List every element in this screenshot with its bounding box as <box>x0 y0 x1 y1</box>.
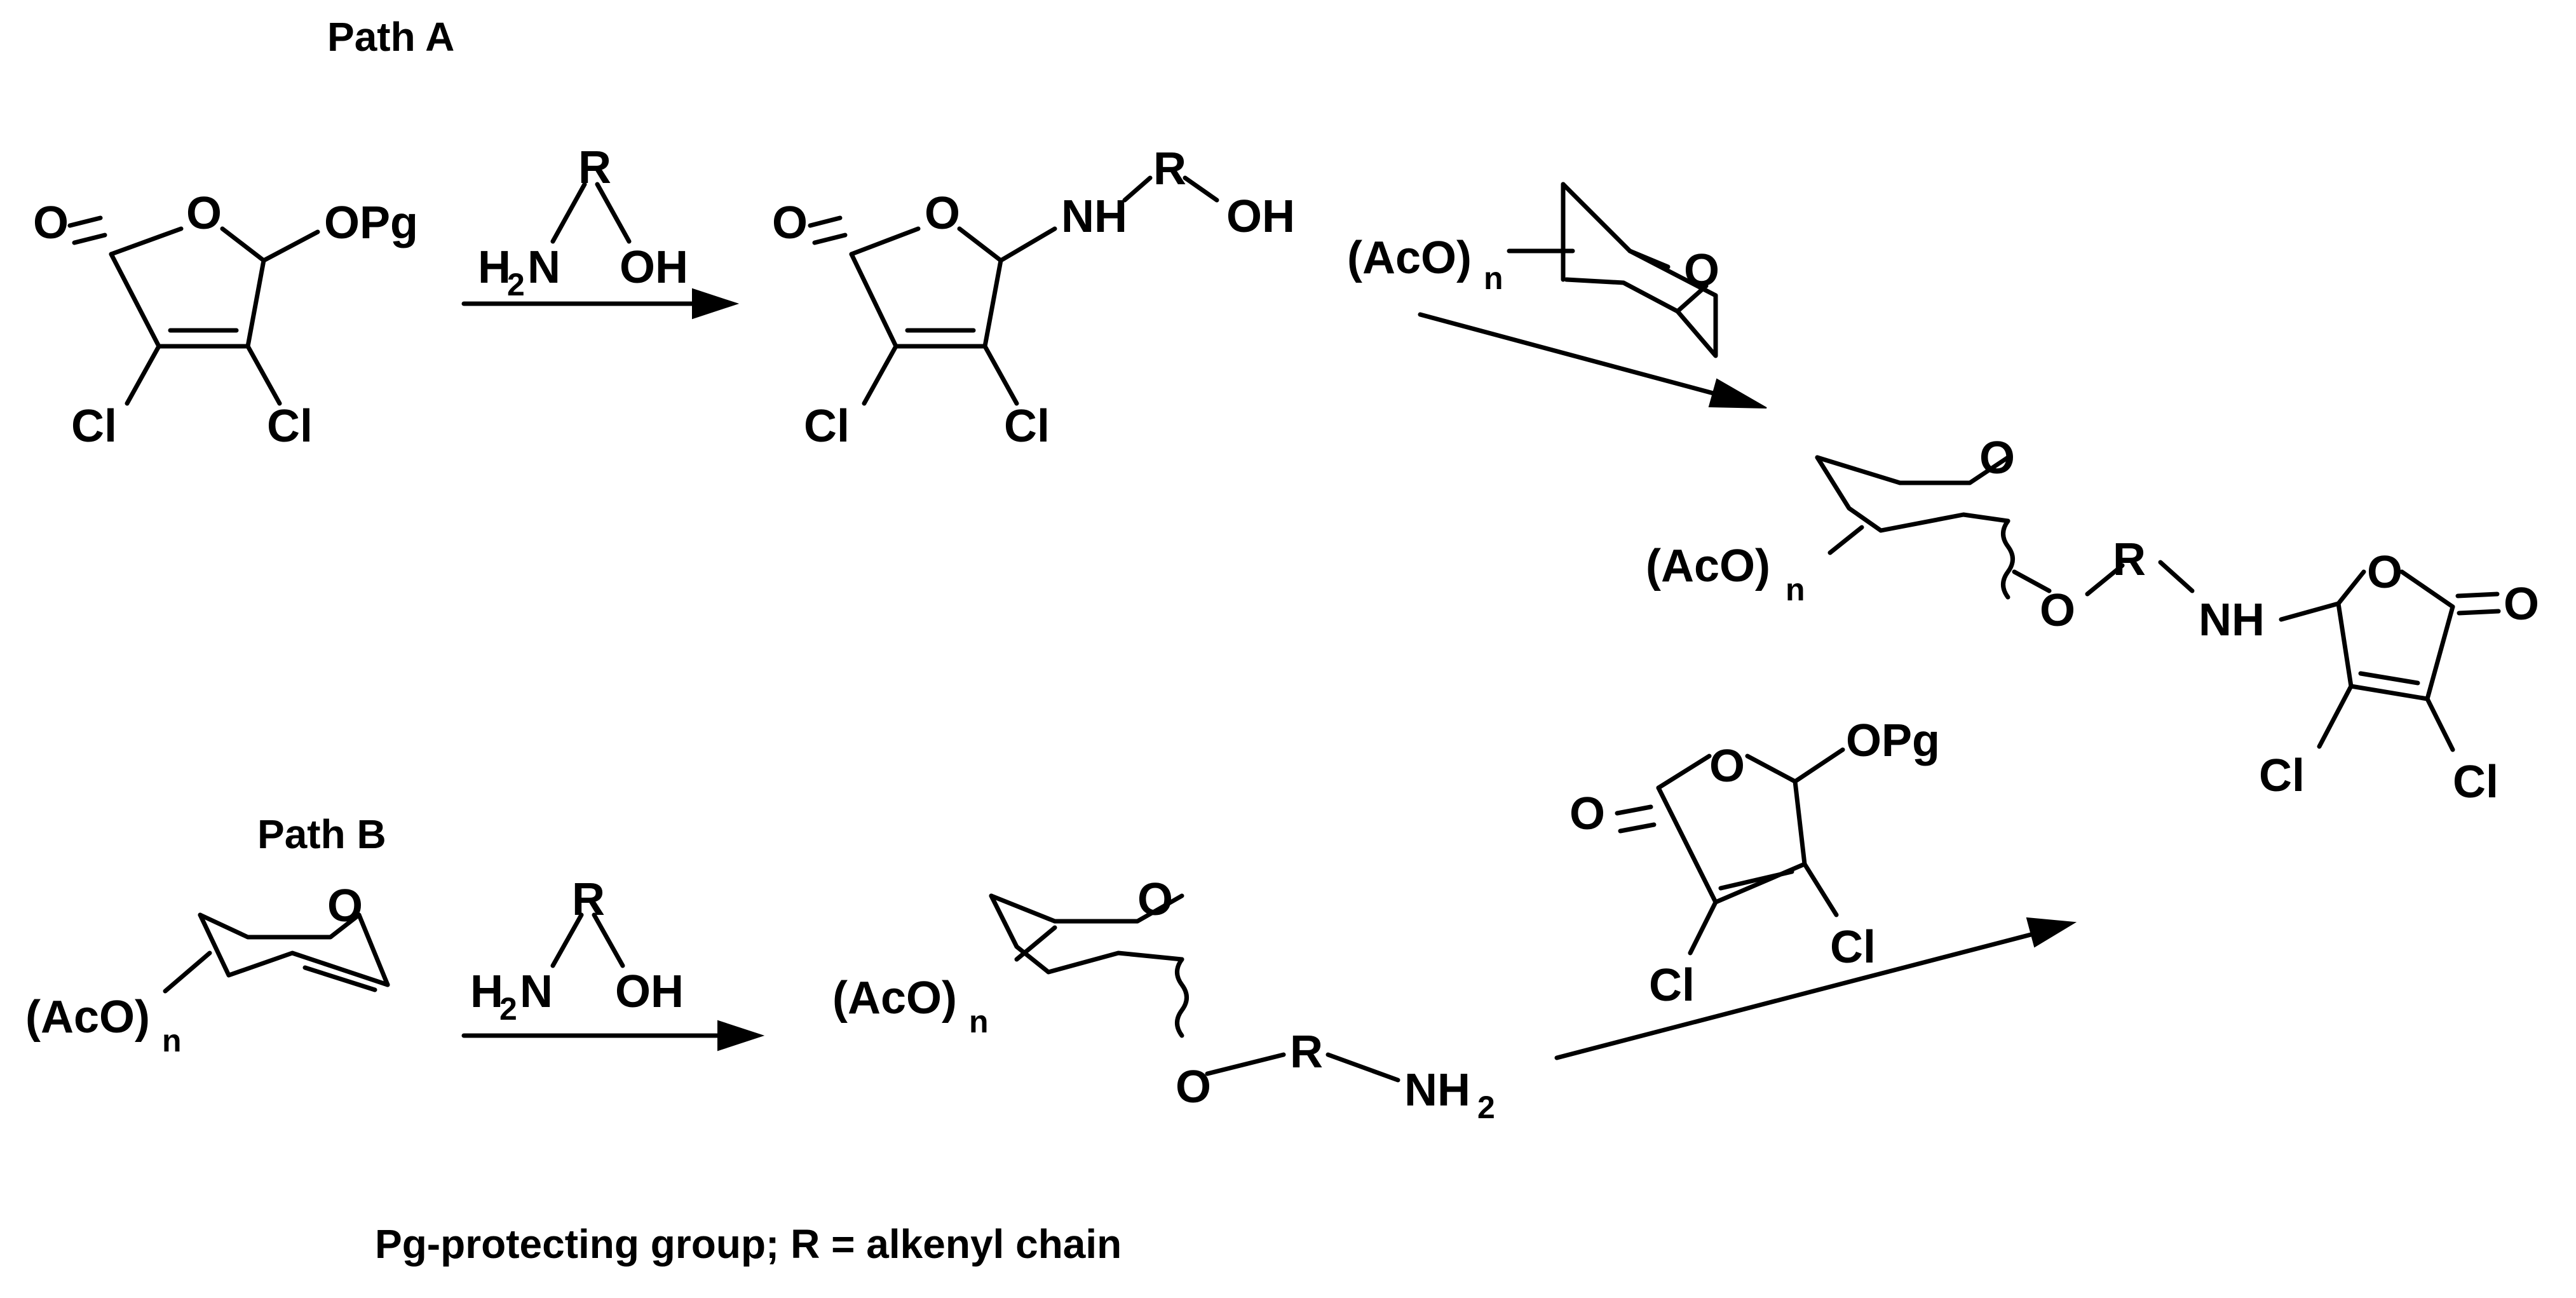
reaction-arrow <box>1418 312 1718 396</box>
arrowhead <box>2026 917 2077 948</box>
n-label: N <box>520 966 553 1017</box>
subscript-2: 2 <box>499 991 517 1027</box>
path-a-title: Path A <box>327 14 454 60</box>
h-label: H <box>470 966 503 1017</box>
aco-label: (AcO) <box>1646 541 1770 592</box>
oh-label: OH <box>620 242 688 293</box>
r-label: R <box>2113 534 2146 585</box>
path-b-title: Path B <box>257 811 386 857</box>
nh-label: NH <box>2199 595 2265 646</box>
reaction-arrow <box>1554 931 2036 1060</box>
r-label: R <box>578 142 611 193</box>
aco-label: (AcO) <box>25 992 150 1043</box>
aminofuranone-intermediate: O O NH R OH Cl Cl <box>772 144 1295 452</box>
cl-label: Cl <box>1830 922 1876 973</box>
ring-o-label: O <box>1684 245 1719 296</box>
ring-o-label: O <box>327 881 363 931</box>
glycoconjugate-product-a: O (AcO) n O R NH O O Cl Cl <box>1646 433 2539 808</box>
carbonyl-o-label: O <box>2504 579 2539 630</box>
ring-o-label: O <box>186 188 222 239</box>
subscript-n: n <box>1786 572 1805 607</box>
carbonyl-o-label: O <box>1569 788 1605 839</box>
subscript-2: 2 <box>1477 1090 1495 1125</box>
cl-label: Cl <box>71 401 117 452</box>
ring-o-label: O <box>925 188 960 239</box>
subscript-n: n <box>1484 260 1503 296</box>
cl-label: Cl <box>1649 960 1695 1011</box>
nh-label: NH <box>1061 191 1127 242</box>
carbonyl-o-label: O <box>772 198 808 248</box>
oh-label: OH <box>1226 191 1295 242</box>
furanone-reagent-b: O O OPg Cl Cl <box>1569 715 1940 1011</box>
cl-label: Cl <box>804 401 850 452</box>
r-label: R <box>572 874 605 925</box>
arrowhead <box>1708 378 1767 409</box>
acetylated-glycal-start-b: O (AcO) n <box>25 881 390 1058</box>
subscript-n: n <box>162 1023 182 1058</box>
ring-o-label: O <box>1979 433 2015 483</box>
footer-note: Pg-protecting group; R = alkenyl chain <box>375 1221 1122 1267</box>
ring-o-label: O <box>1709 741 1745 792</box>
aminoalkyl-glycoside-intermediate: O (AcO) n O R NH 2 <box>832 874 1495 1125</box>
arrowhead <box>692 288 740 320</box>
glycosidic-o-label: O <box>1176 1062 1211 1112</box>
subscript-n: n <box>969 1004 989 1039</box>
ring-o-label: O <box>2367 547 2403 598</box>
acetylated-glycal-reagent-a: O (AcO) n <box>1347 182 1719 358</box>
r-label: R <box>1153 144 1186 194</box>
arrowhead <box>717 1020 765 1051</box>
aco-label: (AcO) <box>832 973 957 1024</box>
carbonyl-o-label: O <box>33 198 69 248</box>
ring-o-label: O <box>1137 874 1173 925</box>
nh-label: NH <box>1404 1065 1470 1116</box>
r-label: R <box>1290 1027 1323 1078</box>
opg-label: OPg <box>324 198 418 248</box>
aminoalcohol-reagent-a: R H 2 N OH <box>478 142 688 302</box>
aminoalcohol-reagent-b: R H 2 N OH <box>470 874 684 1027</box>
furanone-start-a: O O OPg Cl Cl <box>33 188 418 452</box>
h-label: H <box>478 242 511 293</box>
n-label: N <box>527 242 560 293</box>
aco-label: (AcO) <box>1347 233 1472 283</box>
opg-label: OPg <box>1846 715 1940 766</box>
cl-label: Cl <box>1004 401 1050 452</box>
cl-label: Cl <box>267 401 313 452</box>
glycosidic-o-label: O <box>2040 585 2075 636</box>
cl-label: Cl <box>2453 757 2498 808</box>
oh-label: OH <box>615 966 684 1017</box>
cl-label: Cl <box>2259 750 2305 801</box>
subscript-2: 2 <box>507 267 525 302</box>
